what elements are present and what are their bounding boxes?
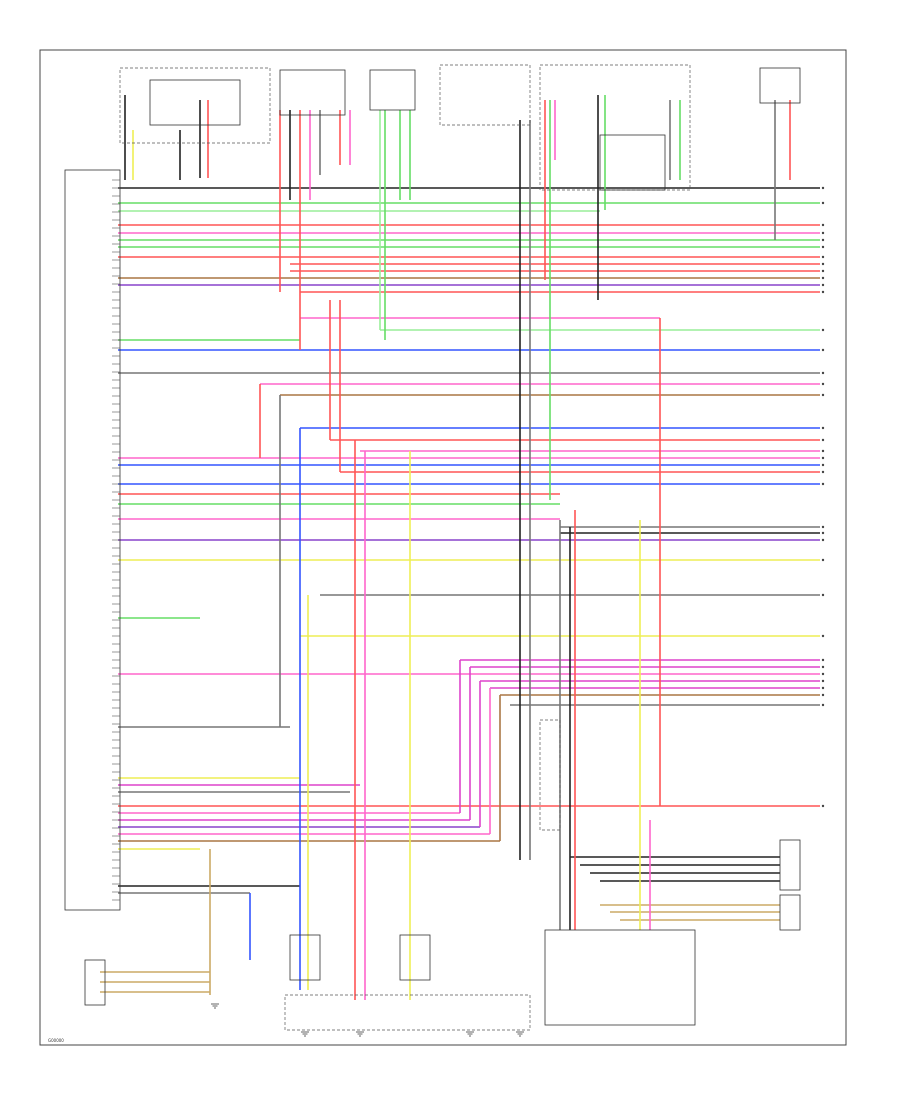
wire-terminal [821, 470, 825, 474]
wire-terminal [821, 665, 825, 669]
ignition-coil-2 [399, 934, 431, 981]
wire-terminal [821, 658, 825, 662]
ignition-coil-1 [289, 934, 321, 981]
wire-terminal [821, 804, 825, 808]
wire-terminal [821, 201, 825, 205]
wire-terminal [821, 186, 825, 190]
wire-terminal [821, 426, 825, 430]
wire-terminal [821, 255, 825, 259]
injector-group [284, 994, 531, 1031]
wire-terminal [821, 276, 825, 280]
wire-layer [100, 95, 820, 1000]
component-layer [64, 64, 825, 1037]
wire-terminal [821, 679, 825, 683]
wire-terminal [821, 456, 825, 460]
wire-terminal [821, 328, 825, 332]
ground-symbol [211, 1003, 219, 1009]
wire-terminal [821, 531, 825, 535]
wire-terminal [821, 382, 825, 386]
wire-terminal [821, 290, 825, 294]
wire-terminal [821, 482, 825, 486]
wire-terminal [821, 283, 825, 287]
wire-terminal [821, 538, 825, 542]
wire-terminal [821, 371, 825, 375]
relay-box-top-left [119, 67, 271, 144]
wire-terminal [821, 438, 825, 442]
wire-terminal [821, 463, 825, 467]
wire-terminal [821, 593, 825, 597]
wire-terminal [821, 525, 825, 529]
relay-box-top-left-inner [149, 79, 241, 126]
knock-sensor-group [544, 929, 696, 1026]
relay-top-right-inner [599, 134, 666, 191]
ecm-connector-strip [64, 169, 121, 911]
connector-top-2 [369, 69, 416, 111]
sensor-right-2 [779, 894, 801, 931]
wire-terminal [821, 393, 825, 397]
wire-terminal [821, 634, 825, 638]
throttle-sensor [539, 719, 561, 831]
ground-symbol [466, 1031, 474, 1037]
sensor-bottom-left [84, 959, 106, 1006]
connector-top-far-right [759, 67, 801, 104]
connector-top-1 [279, 69, 346, 116]
wire-terminal [821, 558, 825, 562]
wire-terminal [821, 245, 825, 249]
ground-symbol [301, 1031, 309, 1037]
wire-terminal [821, 262, 825, 266]
wire-terminal [821, 693, 825, 697]
wire-terminal [821, 449, 825, 453]
ground-symbol [516, 1031, 524, 1037]
wire-terminal [821, 269, 825, 273]
relay-top-right [539, 64, 691, 191]
wire-terminal [821, 348, 825, 352]
wire-terminal [821, 231, 825, 235]
footer-code: G00000 [48, 1038, 64, 1043]
wire-terminal [821, 238, 825, 242]
wire-terminal [821, 686, 825, 690]
fuse-block-top-center [439, 64, 531, 126]
wire-terminal [821, 703, 825, 707]
wire-terminal [821, 223, 825, 227]
wire-terminal [821, 672, 825, 676]
sensor-right-1 [779, 839, 801, 891]
ground-symbol [356, 1031, 364, 1037]
diagram-border [39, 49, 847, 1046]
